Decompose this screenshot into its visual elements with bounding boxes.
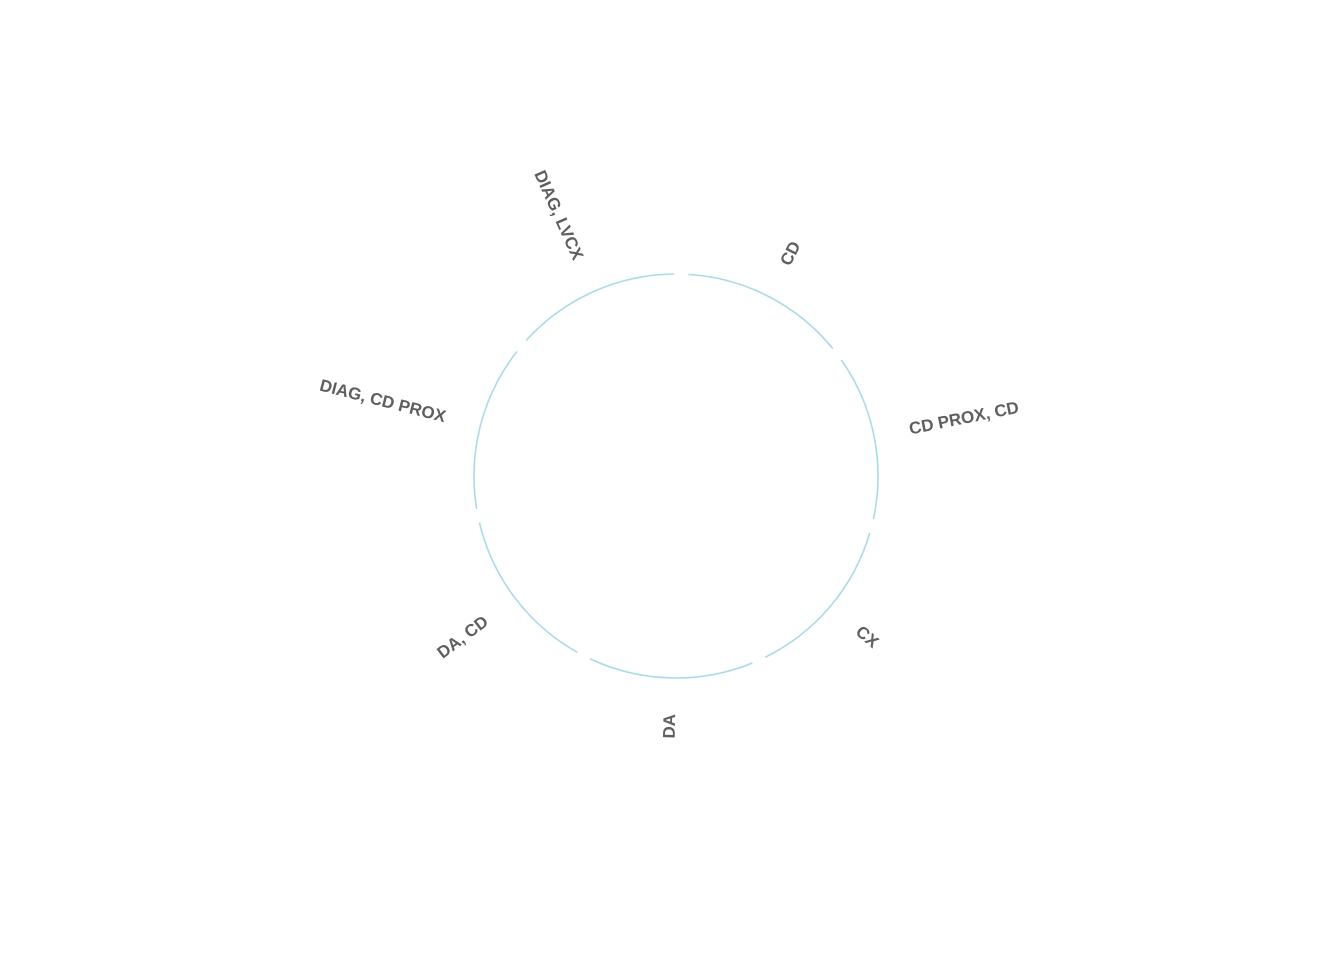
- sector-label: DIAG, CD PROX: [318, 376, 449, 427]
- sector-arc: [525, 273, 675, 342]
- sector-arc: [764, 532, 871, 658]
- sector-label: DIAG, LVCX: [530, 167, 587, 263]
- sector-arc: [589, 658, 753, 679]
- sector-label: CX: [852, 622, 883, 652]
- sector-label: CD PROX, CD: [907, 398, 1020, 439]
- sector-label: DA, CD: [434, 612, 492, 662]
- sector-label: CD: [776, 238, 804, 269]
- sector-labels: CD CD PROX, CD CX DA DA, CD DIAG, CD PROX DIAG…: [318, 167, 1021, 738]
- sector-arc: [478, 522, 578, 654]
- sector-arc: [840, 359, 879, 520]
- sector-segments: [473, 273, 879, 679]
- sector-label: DA: [660, 714, 680, 739]
- sector-arc: [688, 273, 834, 350]
- sector-arc: [473, 350, 518, 509]
